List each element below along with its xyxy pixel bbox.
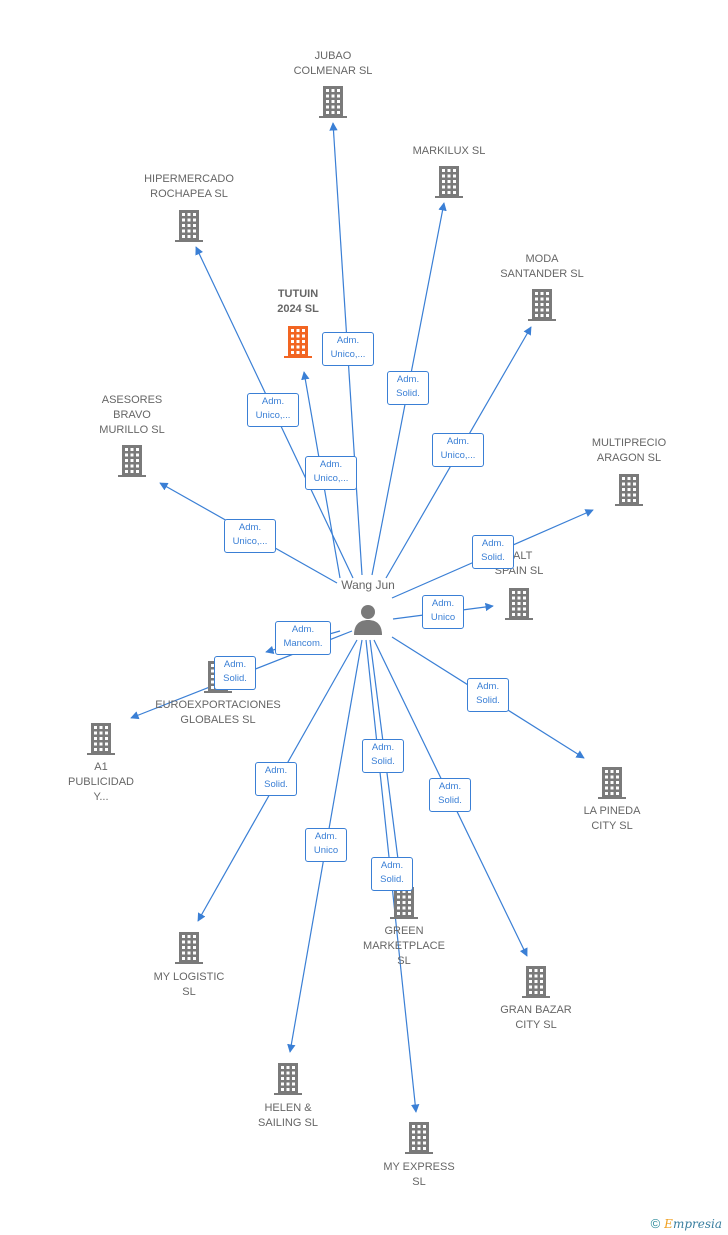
company-name[interactable]: SALT SPAIN SL xyxy=(494,550,544,577)
company-name[interactable]: LA PINEDA CITY SL xyxy=(583,805,641,832)
brand-first-letter: E xyxy=(664,1217,673,1231)
company-name[interactable]: MULTIPRECIO ARAGON SL xyxy=(591,437,667,464)
role-badge-jubao[interactable]: Adm. Unico,... xyxy=(322,332,374,366)
company-name[interactable]: JUBAO COLMENAR SL xyxy=(293,50,373,77)
building-icon[interactable] xyxy=(282,324,314,358)
role-badge-asesores[interactable]: Adm. Unico,... xyxy=(224,519,276,553)
role-badge-hipermercado[interactable]: Adm. Unico,... xyxy=(247,393,299,427)
building-icon[interactable] xyxy=(520,964,552,998)
company-name[interactable]: HELEN & SAILING SL xyxy=(258,1102,318,1129)
building-icon[interactable] xyxy=(173,208,205,242)
company-name[interactable]: HIPERMERCADO ROCHAPEA SL xyxy=(144,173,234,200)
building-icon[interactable] xyxy=(173,930,205,964)
role-badge-helen[interactable]: Adm. Unico xyxy=(305,828,347,862)
person-icon xyxy=(354,605,382,635)
building-icon[interactable] xyxy=(503,586,535,620)
role-badge-markilux[interactable]: Adm. Solid. xyxy=(387,371,429,405)
role-badge-euroexport[interactable]: Adm. Mancom. xyxy=(275,621,331,655)
person-node[interactable]: Wang Jun xyxy=(336,578,400,638)
building-icon[interactable] xyxy=(116,443,148,477)
role-badge-lapineda[interactable]: Adm. Solid. xyxy=(467,678,509,712)
role-badge-granbazar[interactable]: Adm. Solid. xyxy=(429,778,471,812)
company-name[interactable]: MODA SANTANDER SL xyxy=(500,253,584,280)
role-badge-a1[interactable]: Adm. Solid. xyxy=(214,656,256,690)
copyright-symbol: © xyxy=(650,1216,661,1231)
role-badge-mylogistic[interactable]: Adm. Solid. xyxy=(255,762,297,796)
building-icon[interactable] xyxy=(613,472,645,506)
person-name: Wang Jun xyxy=(341,578,395,592)
brand-name: mpresia xyxy=(672,1217,722,1231)
role-badge-moda[interactable]: Adm. Unico,... xyxy=(432,433,484,467)
building-icon[interactable] xyxy=(403,1120,435,1154)
company-name[interactable]: A1 PUBLICIDAD Y... xyxy=(67,761,135,803)
building-icon[interactable] xyxy=(596,765,628,799)
role-badge-myexpress[interactable]: Adm. Solid. xyxy=(371,857,413,891)
building-icon[interactable] xyxy=(433,164,465,198)
company-name[interactable]: GRAN BAZAR CITY SL xyxy=(500,1004,572,1031)
company-name[interactable]: TUTUIN 2024 SL xyxy=(277,288,319,315)
company-name[interactable]: EUROEXPORTACIONES GLOBALES SL xyxy=(155,699,281,726)
role-badge-green[interactable]: Adm. Solid. xyxy=(362,739,404,773)
company-name[interactable]: ASESORES BRAVO MURILLO SL xyxy=(99,394,165,436)
role-badge-salt[interactable]: Adm. Unico xyxy=(422,595,464,629)
building-icon[interactable] xyxy=(526,287,558,321)
role-badge-multiprecio[interactable]: Adm. Solid. xyxy=(472,535,514,569)
company-name[interactable]: GREEN MARKETPLACE SL xyxy=(363,925,445,967)
building-icon[interactable] xyxy=(388,885,420,919)
empresia-logo: ©Empresia xyxy=(651,1216,722,1231)
role-badge-tutuin[interactable]: Adm. Unico,... xyxy=(305,456,357,490)
building-icon[interactable] xyxy=(317,84,349,118)
building-icon[interactable] xyxy=(85,721,117,755)
company-name[interactable]: MY EXPRESS SL xyxy=(383,1161,455,1188)
company-name[interactable]: MY LOGISTIC SL xyxy=(153,971,225,998)
company-name[interactable]: MARKILUX SL xyxy=(412,145,486,157)
building-icon[interactable] xyxy=(272,1061,304,1095)
